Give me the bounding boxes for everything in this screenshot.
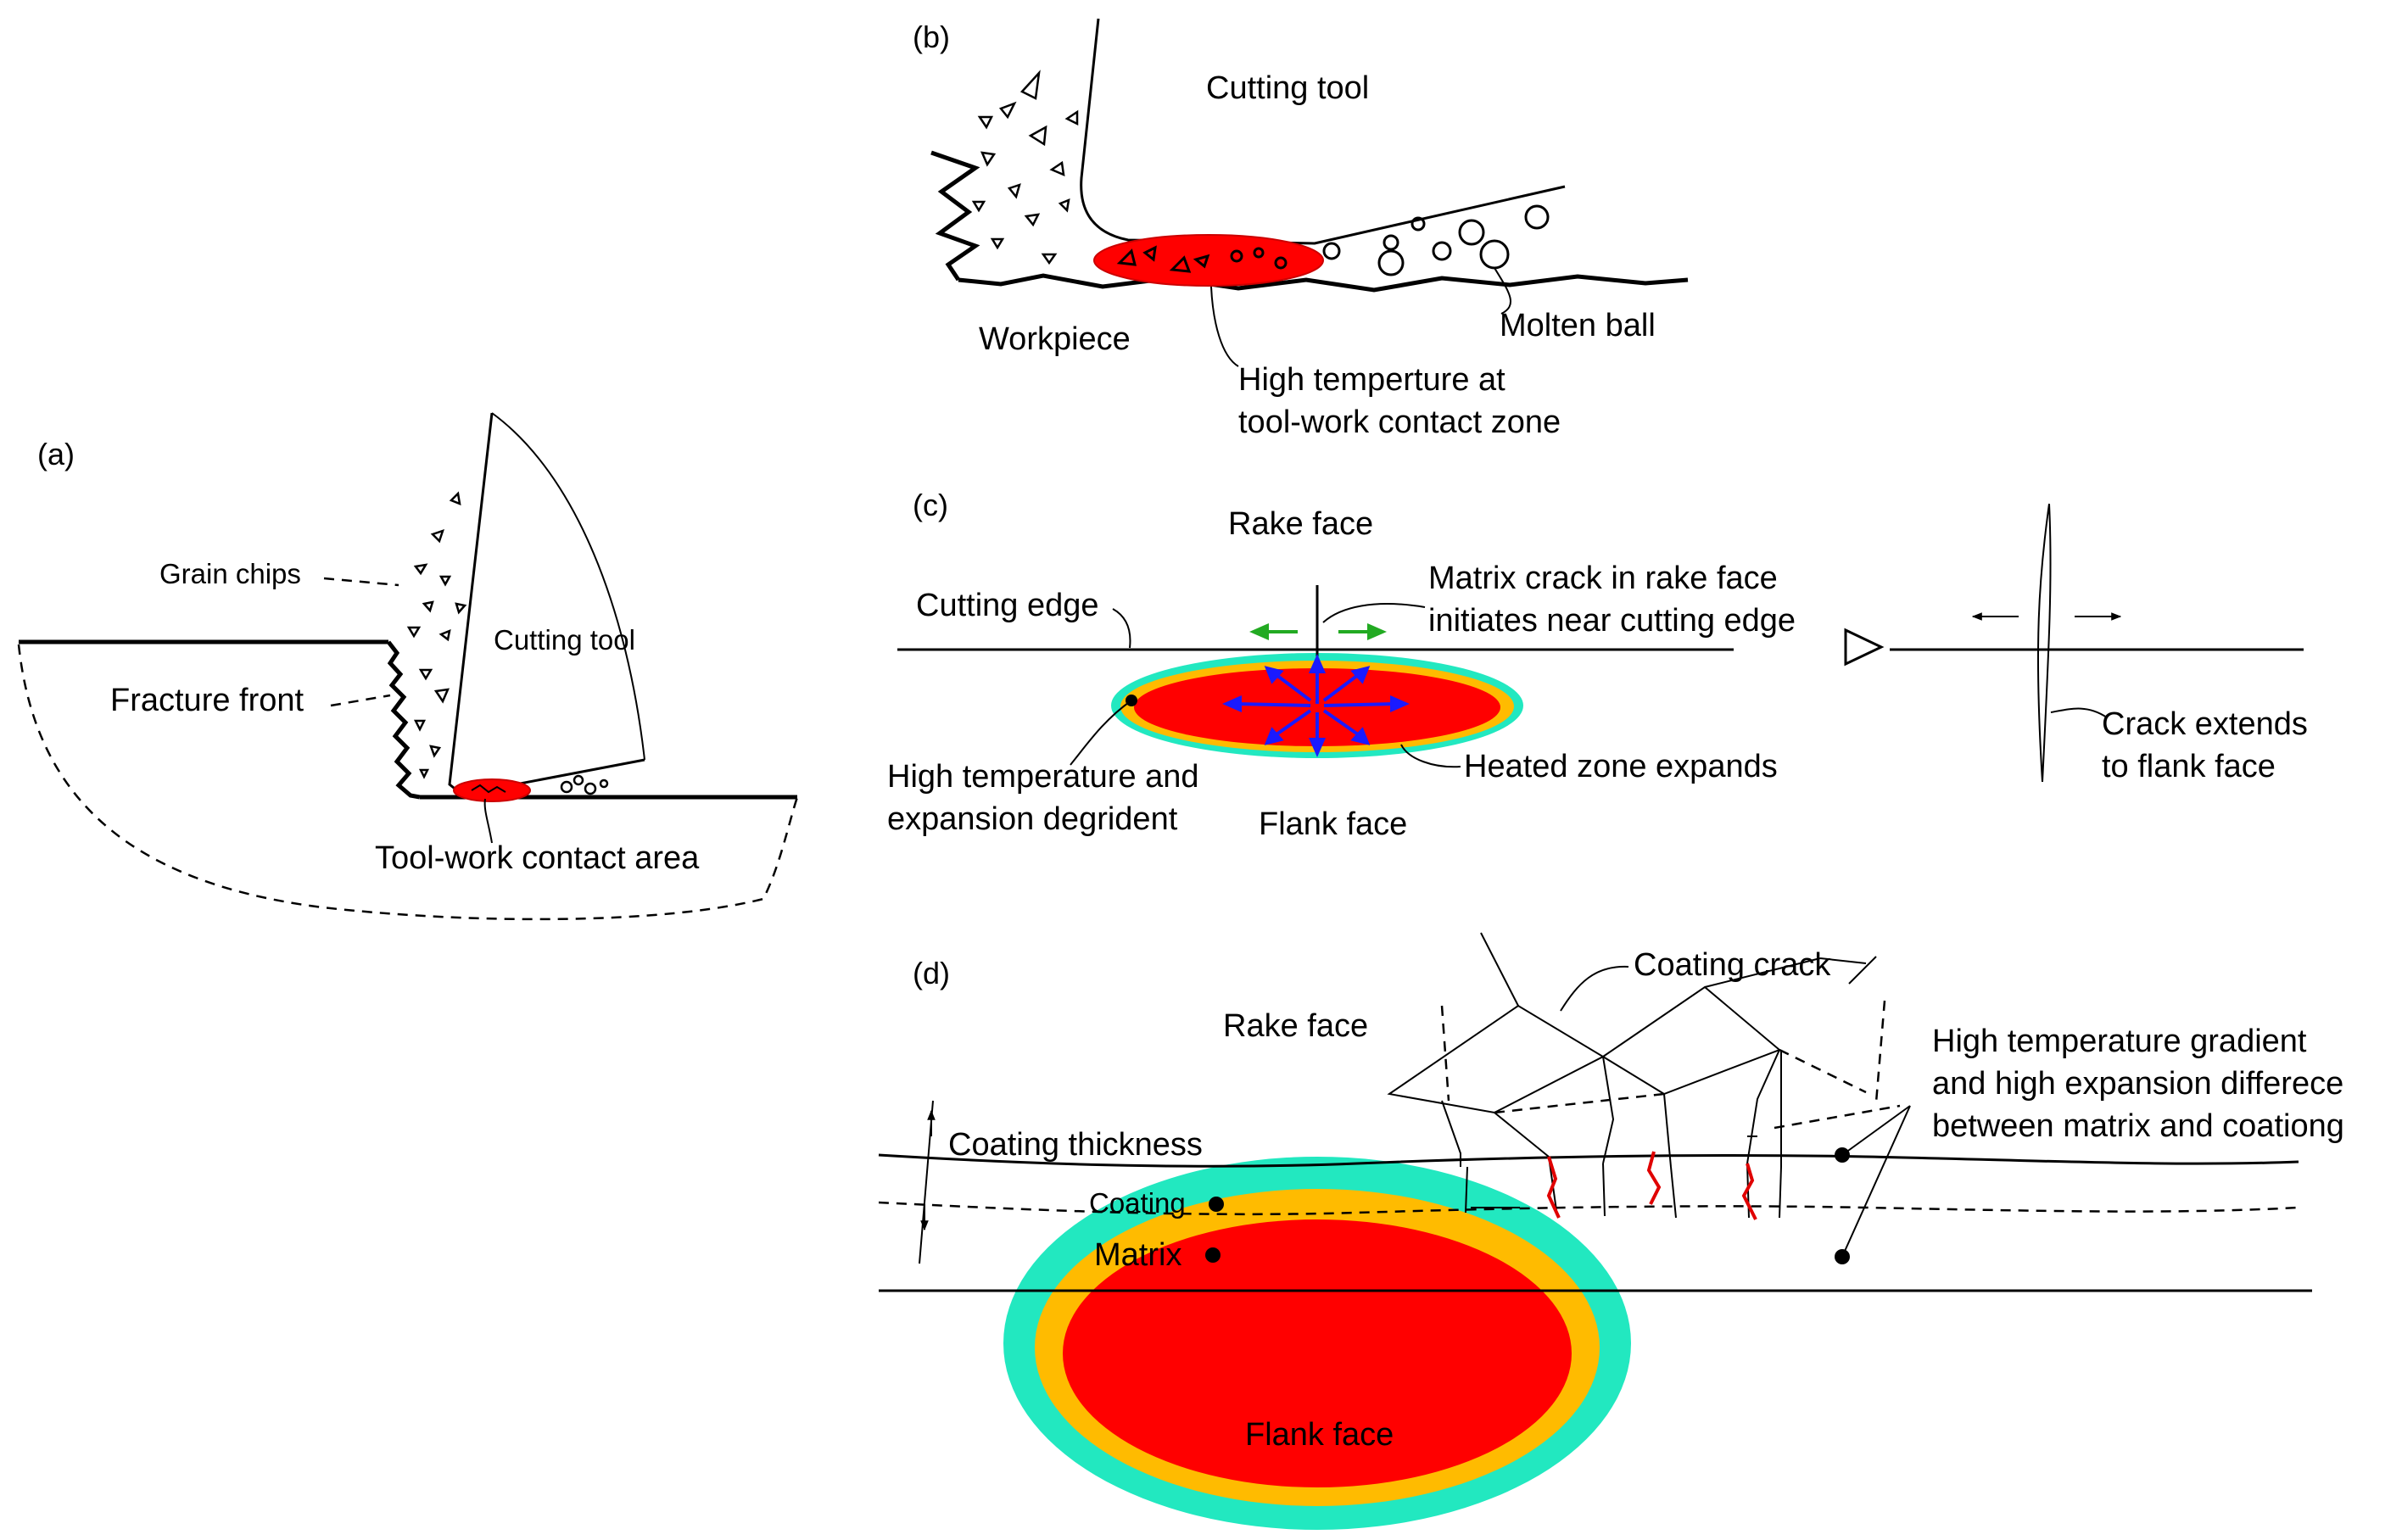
panel-b: (b) — [913, 18, 1689, 440]
panel-c-matrix-crack-label-1: Matrix crack in rake face — [1428, 561, 1778, 596]
panel-d-matrix-label: Matrix — [1094, 1237, 1181, 1273]
panel-b-cutting-tool — [1080, 18, 1566, 245]
panel-a-fracture-front-label: Fracture front — [110, 683, 304, 718]
panel-b-grain-chips — [971, 70, 1079, 265]
panel-d-tag: (d) — [913, 956, 950, 990]
panel-d-coating-surface — [878, 1153, 2299, 1168]
panel-d-hot-zone — [1063, 1219, 1572, 1487]
panel-c-high-temp-label-2: expansion degrident — [887, 801, 1178, 837]
panel-d-gradient-label-3: between matrix and coationg — [1932, 1108, 2344, 1144]
panel-c-crack-arrows — [1249, 622, 1387, 641]
panel-b-cutting-tool-label: Cutting tool — [1206, 70, 1369, 106]
panel-d-coating-thickness-indicator — [919, 1100, 936, 1264]
panel-b-contact-zone — [1093, 234, 1324, 287]
panel-b-fracture-edge — [930, 150, 980, 282]
panel-a-grain-chips-label: Grain chips — [159, 558, 301, 589]
panel-d: (d) — [878, 932, 2344, 1530]
panel-c-expansion-arrows — [1222, 654, 1410, 757]
panel-c-heated-zone-label: Heated zone expands — [1464, 749, 1778, 784]
panel-b-workpiece-surface — [958, 273, 1689, 293]
panel-a-workpiece-boundary — [17, 644, 799, 921]
panel-c-crack-extends-label-2: to flank face — [2102, 749, 2276, 784]
panel-c-matrix-crack-label-2: initiates near cutting edge — [1428, 603, 1796, 639]
panel-b-molten-ball-label: Molten ball — [1500, 308, 1656, 343]
panel-c: (c) Rake f — [887, 488, 2308, 842]
panel-c-extended-crack — [2036, 503, 2052, 783]
panel-b-high-temp-label-2: tool-work contact zone — [1238, 405, 1561, 440]
panel-c-next-stage-arrow — [1844, 628, 1885, 667]
panel-a-grain-chips — [406, 491, 609, 795]
panel-c-rake-face-label: Rake face — [1228, 506, 1373, 542]
panel-c-crack-extends-label-1: Crack extends — [2102, 706, 2308, 742]
panel-a-fracture-front — [387, 640, 421, 800]
panel-c-tag: (c) — [913, 488, 948, 522]
panel-d-coating-crack-label: Coating crack — [1634, 947, 1831, 983]
panel-b-molten-balls — [1322, 204, 1550, 276]
panel-b-workpiece-label: Workpiece — [979, 321, 1131, 357]
panel-d-gradient-label-2: and high expansion differece — [1932, 1066, 2343, 1102]
panel-b-contact-chips — [1116, 245, 1288, 273]
panel-b-tag: (b) — [913, 20, 950, 54]
panel-d-coating-thickness-label: Coating thickness — [948, 1127, 1203, 1163]
panel-a-contact-area-label: Tool-work contact area — [375, 840, 700, 876]
panel-d-rake-face-label: Rake face — [1223, 1008, 1368, 1044]
panel-d-matrix-cracks — [1546, 1151, 1757, 1220]
panel-c-cutting-edge-label: Cutting edge — [916, 588, 1099, 623]
panel-a-cutting-tool-label: Cutting tool — [494, 624, 635, 656]
panel-c-flank-face-label: Flank face — [1259, 806, 1407, 842]
panel-a: (a) — [17, 412, 799, 921]
panel-a-cutting-tool-back — [491, 412, 645, 761]
panel-d-flank-face-label: Flank face — [1245, 1417, 1394, 1453]
panel-c-hot-zone — [1134, 668, 1500, 746]
panel-b-high-temp-label-1: High temperture at — [1238, 362, 1505, 398]
panel-d-coating-label: Coating — [1089, 1187, 1186, 1219]
panel-c-high-temp-label-1: High temperature and — [887, 759, 1199, 795]
panel-a-tag: (a) — [37, 437, 75, 471]
panel-d-gradient-label-1: High temperature gradient — [1932, 1024, 2307, 1059]
